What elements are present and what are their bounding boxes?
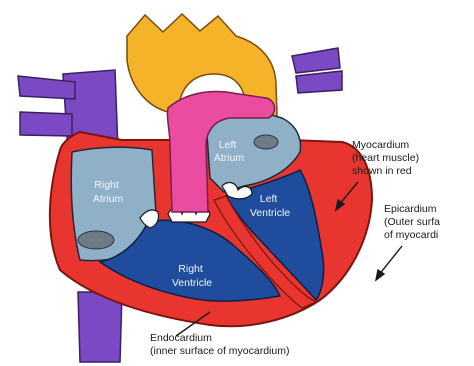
- epicardium-pointer: [378, 246, 402, 276]
- epicardium-arrowhead: [376, 270, 384, 280]
- right-pulmonary-vein-upper: [292, 48, 340, 73]
- myocardium-callout: Myocardium (heart muscle) shown in red: [352, 139, 422, 177]
- epicardium-callout: Epicardium (Outer surfa of myocardi: [384, 203, 443, 241]
- endocardium-callout: Endocardium (inner surface of myocardium…: [150, 332, 289, 357]
- left-atrium-opening: [254, 135, 278, 149]
- right-atrium-opening: [78, 231, 114, 249]
- left-pulmonary-vein-lower: [20, 112, 72, 136]
- right-pulmonary-vein-lower: [296, 71, 342, 93]
